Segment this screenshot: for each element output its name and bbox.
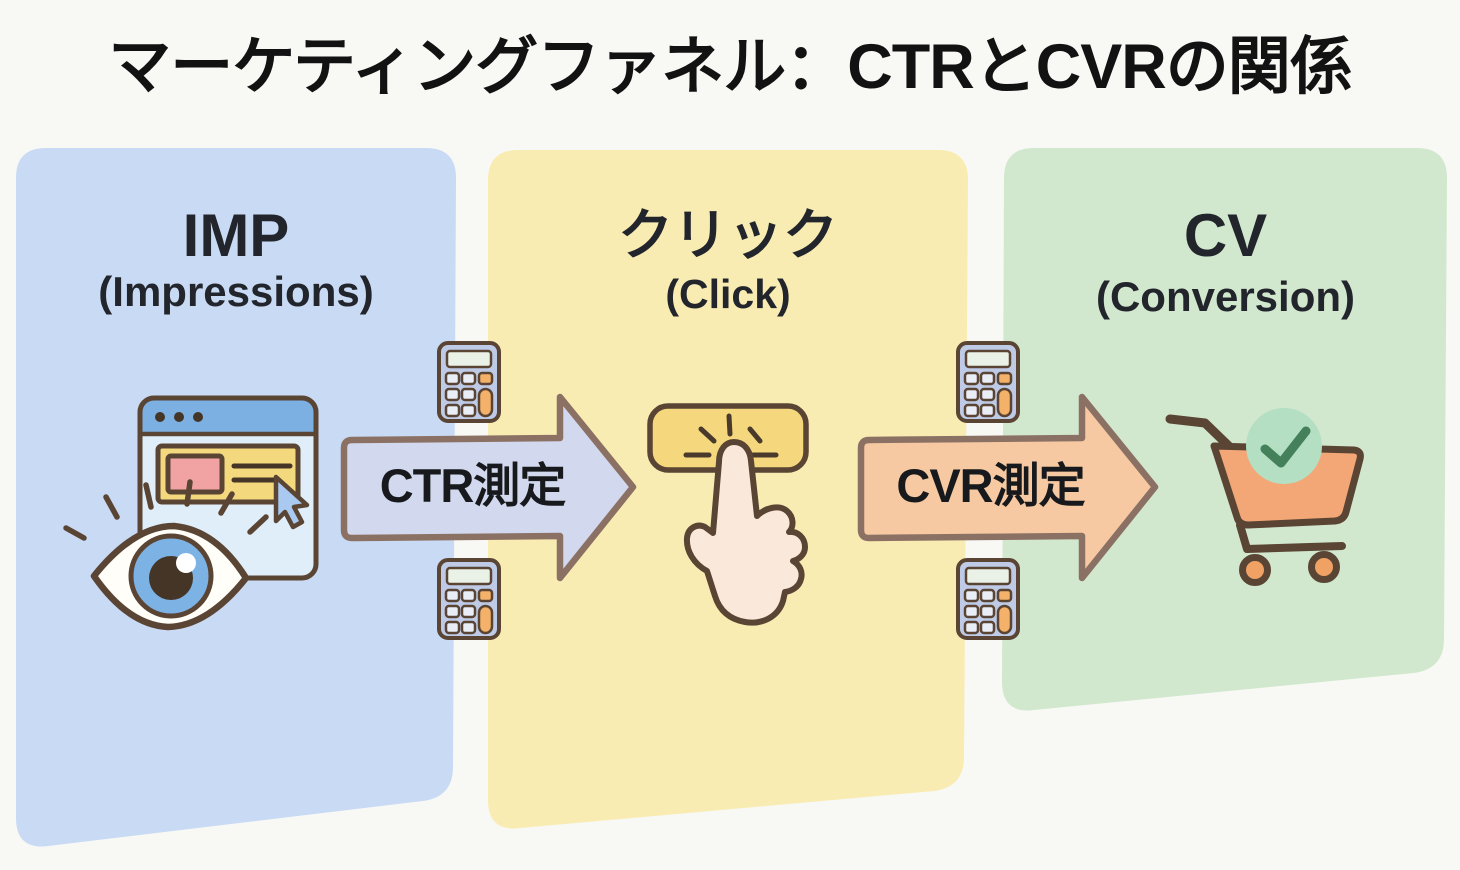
cvr-arrow-label: CVR測定 bbox=[896, 459, 1085, 512]
cart-wheel bbox=[1239, 554, 1271, 586]
browser-header bbox=[140, 398, 316, 434]
cvr-arrow bbox=[857, 393, 1159, 582]
ctr-arrow-label: CTR測定 bbox=[379, 459, 567, 512]
browser-window-dots bbox=[155, 412, 203, 422]
ctr-arrow bbox=[340, 393, 637, 582]
pointer-hand-icon bbox=[683, 439, 808, 626]
cart-check-icon bbox=[1165, 408, 1364, 586]
cart-wheel bbox=[1308, 551, 1340, 583]
cart-basket bbox=[1210, 442, 1364, 529]
cursor-icon bbox=[273, 474, 310, 530]
click-rays bbox=[683, 413, 779, 458]
stage-title-click: クリック bbox=[617, 204, 838, 266]
calculator-icon bbox=[437, 341, 501, 423]
ad-text-lines bbox=[231, 463, 293, 483]
stage-title-conversion: CV bbox=[1183, 202, 1268, 269]
eye-highlight bbox=[176, 553, 196, 573]
ad-image bbox=[165, 453, 225, 495]
stage-title-impressions: IMP bbox=[182, 202, 290, 269]
cart-axle bbox=[1236, 521, 1346, 553]
button-click-icon bbox=[647, 403, 809, 626]
calculator-icon bbox=[956, 558, 1020, 640]
stage-subtitle-impressions: (Impressions) bbox=[98, 268, 374, 315]
check-circle bbox=[1246, 408, 1322, 484]
calculator-icon bbox=[956, 341, 1020, 423]
eye-rays bbox=[63, 479, 269, 541]
check-mark-icon bbox=[1260, 426, 1311, 468]
calculator-icon bbox=[437, 558, 501, 640]
eye-icon bbox=[63, 479, 269, 631]
page-title: マーケティングファネル：CTRとCVRの関係 bbox=[108, 32, 1352, 102]
stage-subtitle-click: (Click) bbox=[665, 271, 791, 317]
stage-subtitle-conversion: (Conversion) bbox=[1095, 273, 1355, 320]
